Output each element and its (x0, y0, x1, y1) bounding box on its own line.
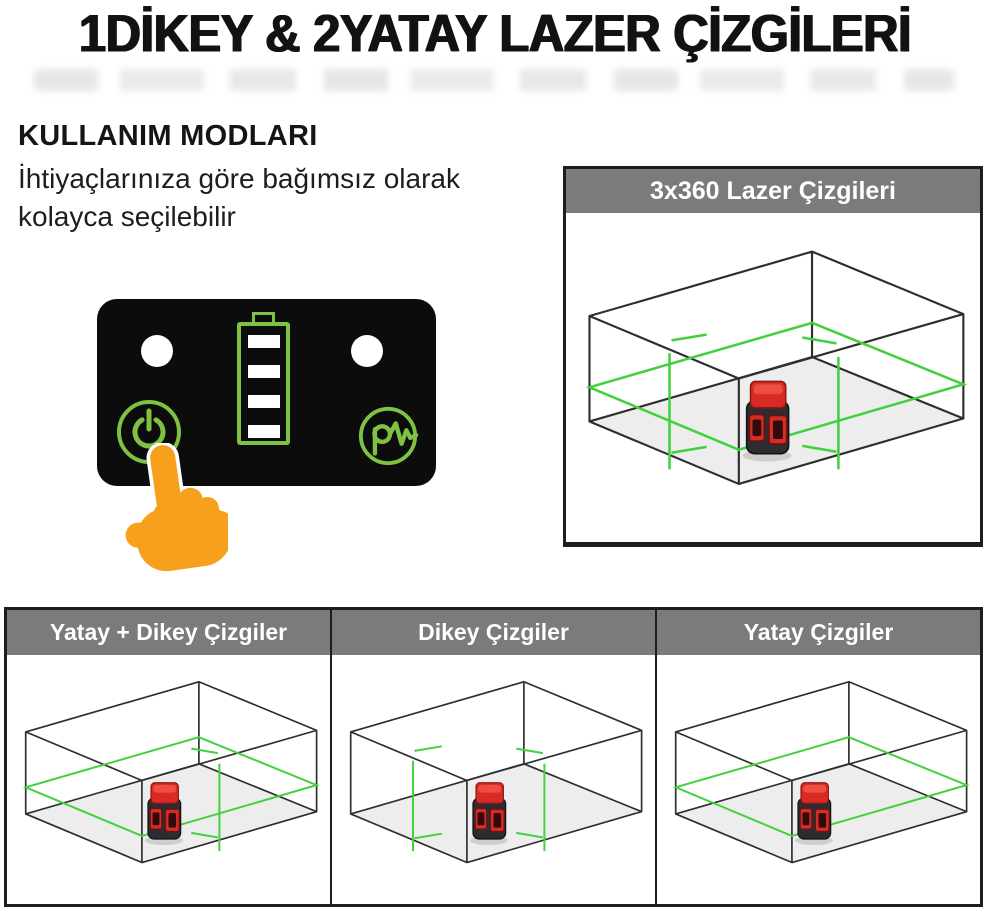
room-wireframe (349, 680, 643, 864)
mode-header-vertical: Dikey Çizgiler (332, 610, 655, 655)
faded-subtitle-text (34, 69, 954, 91)
laser-vertical-line-right (802, 336, 840, 470)
room-illustration (349, 680, 643, 864)
room-illustration (22, 680, 320, 864)
pulse-mode-button-icon (358, 406, 419, 466)
room-illustration (585, 250, 968, 486)
panel-header-3x360: 3x360 Lazer Çizgileri (566, 169, 980, 213)
room-3x360 (566, 213, 980, 542)
laser-device-icon (794, 782, 833, 846)
page-title: 1DİKEY & 2YATAY LAZER ÇİZGİLERİ (78, 5, 912, 64)
mode-header-horizontal-vertical: Yatay + Dikey Çizgiler (7, 610, 330, 655)
laser-horizontal-line (585, 321, 968, 452)
room-wireframe (588, 250, 965, 486)
laser-panel-3x360: 3x360 Lazer Çizgileri (563, 166, 983, 547)
intro-text-line-1: İhtiyaçlarınıza göre bağımsız olarak (18, 163, 460, 194)
laser-device-icon (742, 380, 792, 462)
mode-panels: Yatay + Dikey Çizgiler Dikey Çizgiler Ya… (4, 607, 983, 907)
mode-panel-horizontal: Yatay Çizgiler (655, 610, 980, 904)
battery-level-bars (237, 322, 290, 445)
usage-modes-heading: KULLANIM MODLARI (18, 120, 318, 152)
laser-vertical-line-left (668, 333, 707, 470)
intro-text-line-2: kolayca seçilebilir (18, 201, 236, 232)
mode-panel-vertical: Dikey Çizgiler (330, 610, 655, 904)
battery-icon (237, 312, 290, 445)
battery-bar (247, 335, 280, 348)
indicator-light-right (351, 335, 383, 367)
room-illustration (672, 680, 970, 864)
mode-header-horizontal: Yatay Çizgiler (657, 610, 980, 655)
battery-bar (247, 365, 280, 378)
room-wireframe (24, 680, 318, 864)
laser-horizontal-line (22, 736, 320, 837)
battery-notch (252, 312, 275, 325)
room-horizontal-vertical (7, 655, 330, 904)
battery-bar (247, 425, 280, 438)
room-wireframe (674, 680, 968, 864)
laser-vertical-line-right (191, 747, 221, 852)
laser-device-icon (144, 782, 183, 846)
battery-bar (247, 395, 280, 408)
laser-device-icon (469, 782, 508, 846)
laser-horizontal-line (672, 736, 970, 837)
pointing-hand-icon (125, 443, 228, 572)
mode-panel-horizontal-vertical: Yatay + Dikey Çizgiler (7, 610, 330, 904)
indicator-light-left (141, 335, 173, 367)
laser-vertical-line-left (412, 745, 443, 852)
room-vertical (332, 655, 655, 904)
laser-vertical-line-right (516, 747, 546, 852)
room-horizontal (657, 655, 980, 904)
